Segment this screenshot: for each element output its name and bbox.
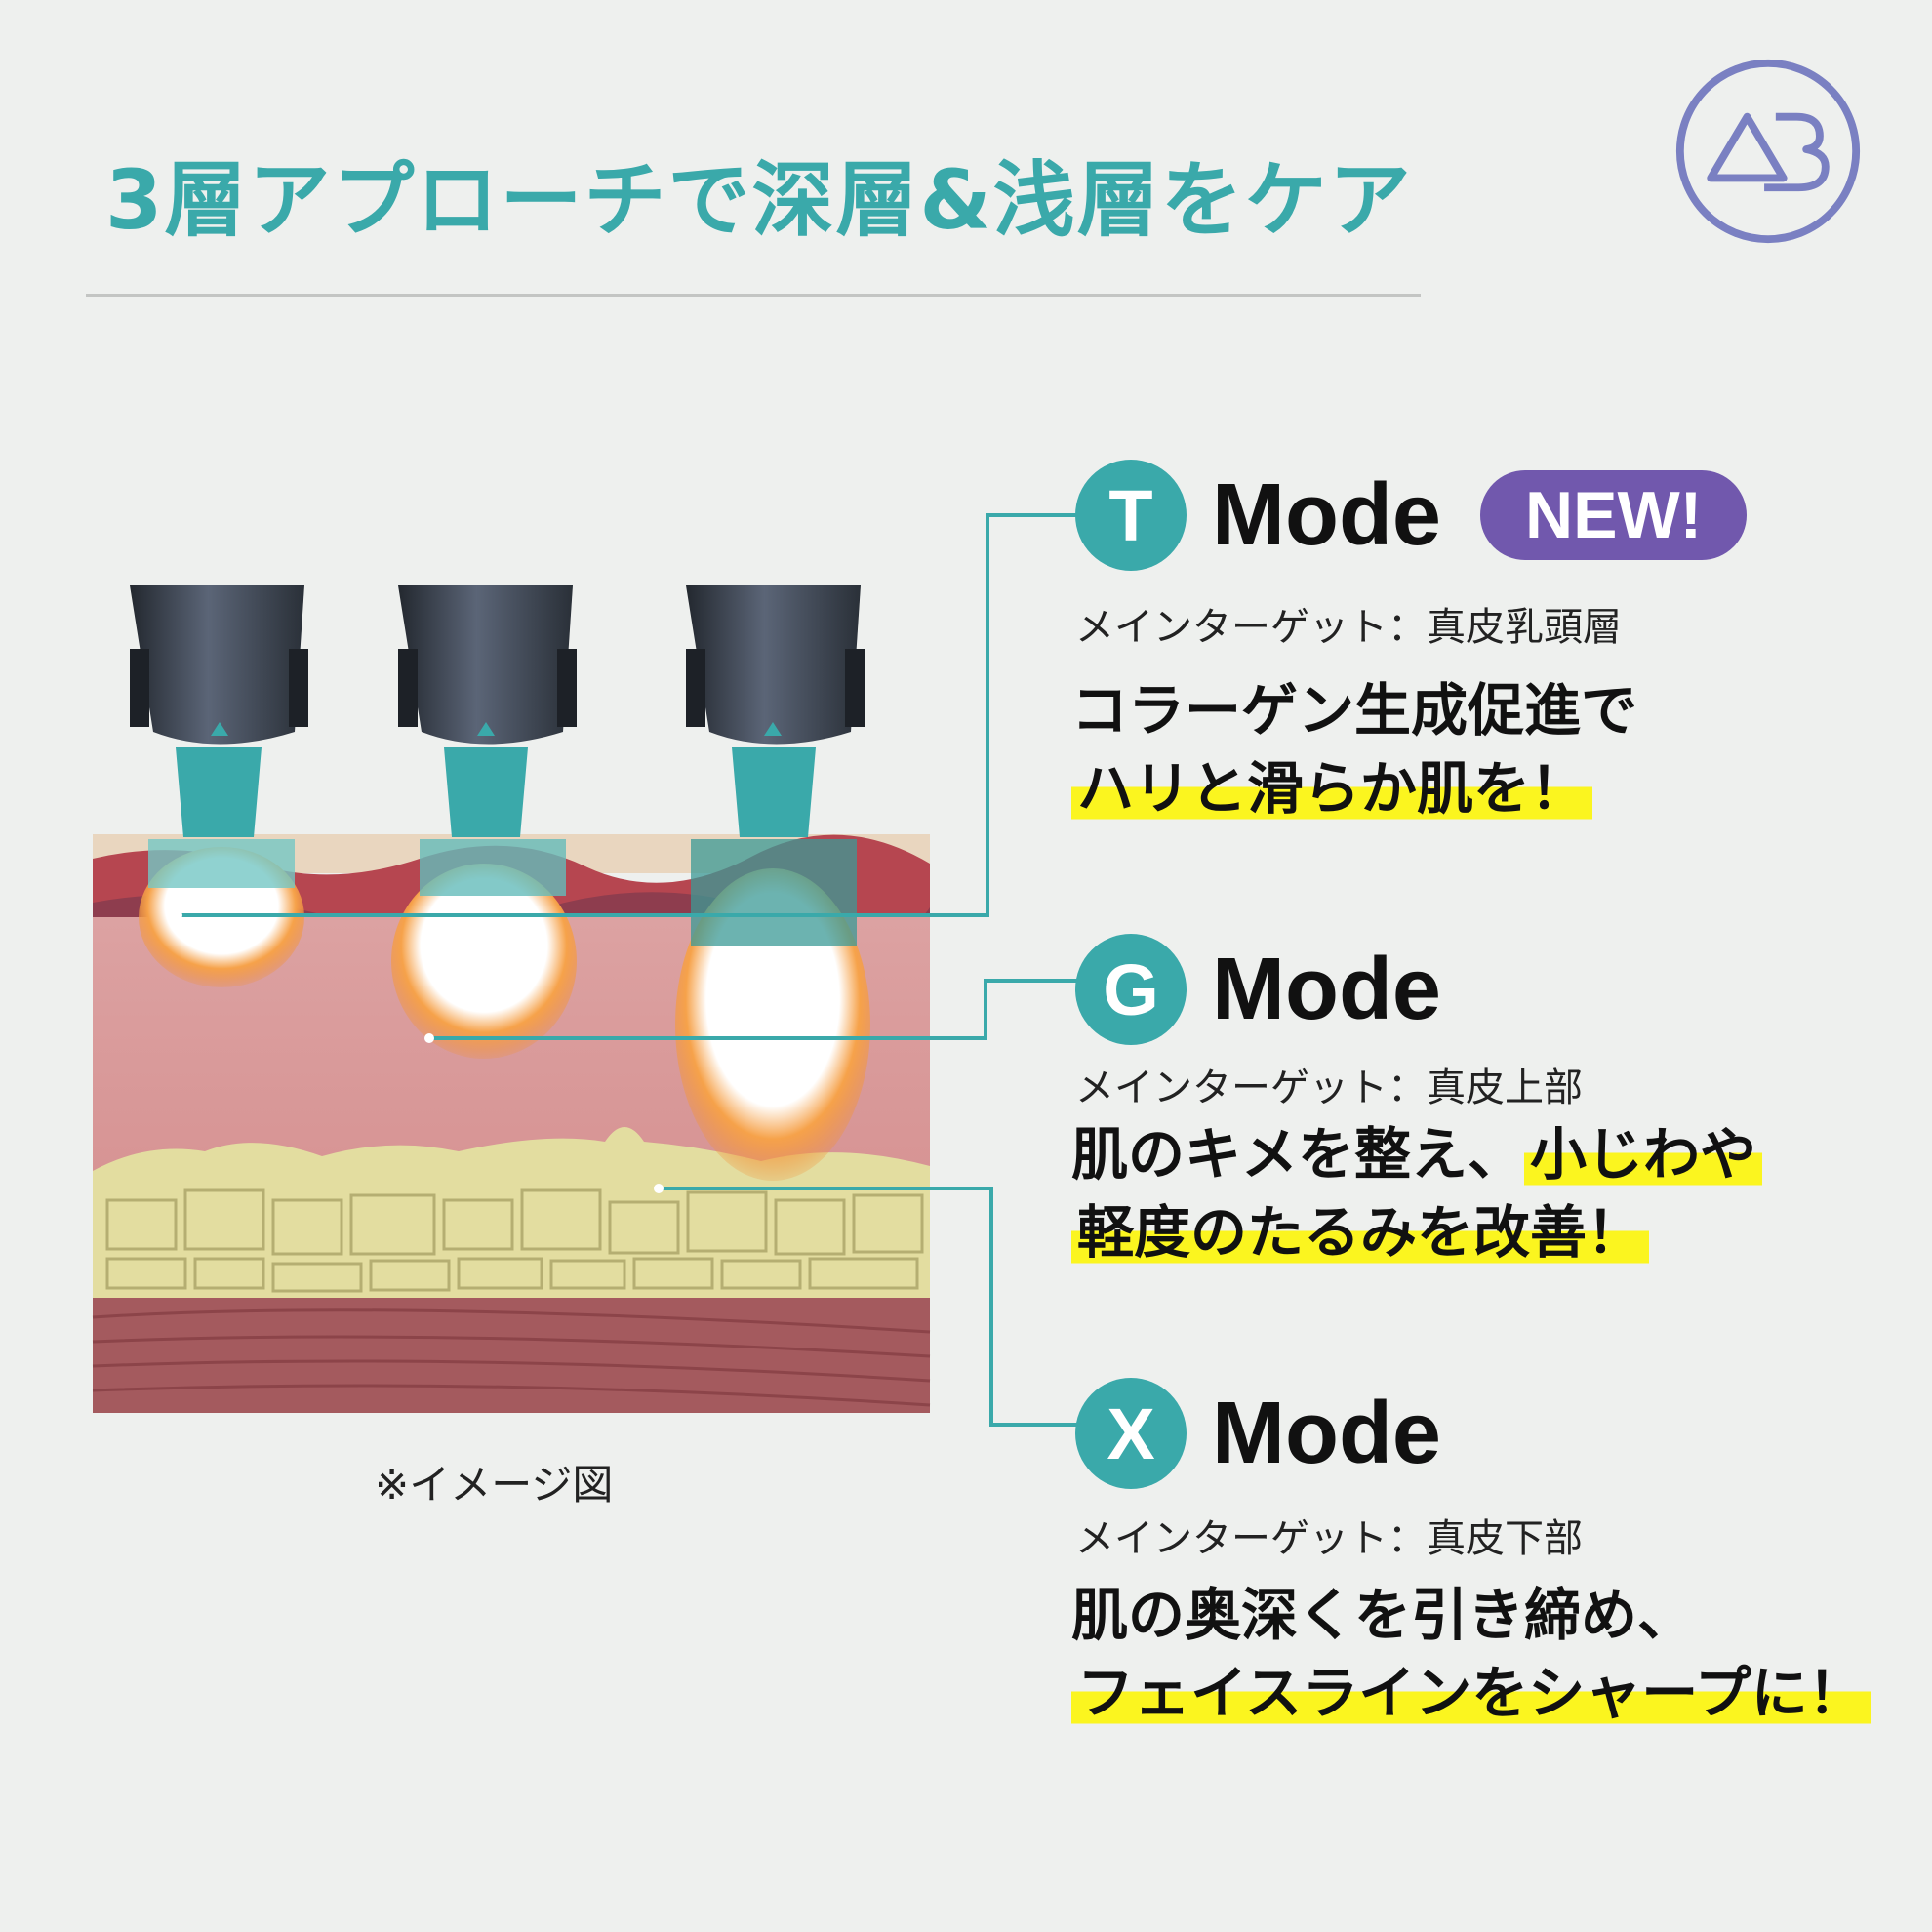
mode-x-desc-line1: 肌の奥深くを引き締め、 (1071, 1582, 1695, 1648)
mode-g-letter-badge: G (1075, 934, 1187, 1045)
mode-g-desc-line1-plain: 肌のキメを整え、 (1071, 1121, 1525, 1187)
device-head-g (398, 585, 577, 837)
mode-g-title: Mode (1212, 940, 1441, 1038)
device-head-x (686, 585, 865, 837)
mode-connectors (178, 513, 1083, 1427)
mode-g-target: メインターゲット：真皮上部 (1075, 1066, 1583, 1110)
ab-logo-icon (1675, 59, 1861, 244)
mode-x-description: 肌の奥深くを引き締め、 フェイスラインをシャープに！ (1071, 1576, 1871, 1732)
mode-x-target: メインターゲット：真皮下部 (1075, 1516, 1583, 1561)
mode-x-letter-badge: X (1075, 1378, 1187, 1489)
mode-g-desc-line1-highlight: 小じわや (1524, 1121, 1763, 1187)
heat-zone-g (391, 864, 577, 1059)
mode-x-title: Mode (1212, 1384, 1441, 1482)
mode-t-target: メインターゲット：真皮乳頭層 (1075, 605, 1622, 650)
mode-g-desc-line2: 軽度のたるみを改善！ (1071, 1199, 1650, 1266)
mode-x-desc-line2: フェイスラインをシャープに！ (1071, 1660, 1871, 1726)
mode-g-header: G Mode (1075, 932, 1441, 1047)
image-caption: ※イメージ図 (375, 1461, 614, 1509)
page-title: 3層アプローチで深層&浅層をケア (105, 152, 1413, 248)
title-divider (86, 294, 1421, 297)
mode-t-title: Mode (1212, 465, 1441, 564)
mode-t-header: T Mode NEW! (1075, 458, 1748, 573)
mode-t-desc-line2: ハリと滑らか肌を！ (1071, 755, 1593, 822)
new-badge: NEW! (1479, 470, 1748, 560)
muscle-layer (93, 1298, 930, 1413)
mode-t-letter-badge: T (1075, 460, 1187, 571)
device-head-t (130, 585, 308, 837)
mode-t-description: コラーゲン生成促進で ハリと滑らか肌を！ (1071, 671, 1637, 827)
mode-g-description: 肌のキメを整え、小じわや 軽度のたるみを改善！ (1071, 1115, 1763, 1271)
mode-t-desc-line1: コラーゲン生成促進で (1071, 677, 1638, 744)
mode-x-header: X Mode (1075, 1376, 1441, 1491)
